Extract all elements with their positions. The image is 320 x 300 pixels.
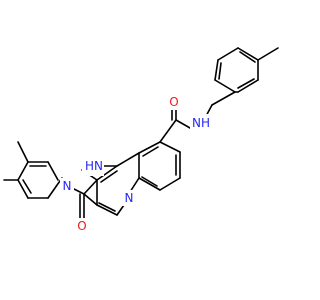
bond bbox=[237, 47, 259, 61]
pyrazole-n-label: N bbox=[63, 179, 72, 193]
molecule-structure: NH O HN N O N bbox=[3, 47, 279, 234]
bond bbox=[98, 202, 116, 212]
bond bbox=[214, 79, 236, 93]
bond bbox=[214, 59, 219, 81]
bond bbox=[116, 204, 125, 216]
label-bg bbox=[82, 160, 104, 176]
ketone-o-label: O bbox=[77, 219, 86, 233]
methyl-bond bbox=[257, 47, 279, 61]
bond bbox=[237, 78, 255, 89]
quinoline-benzene-ring bbox=[138, 141, 181, 191]
bond bbox=[159, 177, 181, 191]
amide-cn-bond bbox=[175, 119, 191, 129]
benzyl-ch2-bond bbox=[211, 91, 236, 106]
amide-ring-bond bbox=[159, 119, 177, 143]
quinoline-n-label: N bbox=[125, 191, 134, 205]
bond bbox=[138, 177, 161, 191]
bond bbox=[129, 177, 140, 193]
bond bbox=[96, 204, 118, 216]
methylbenzyl-ring bbox=[214, 47, 279, 93]
methyl-bond bbox=[17, 141, 29, 163]
bond bbox=[47, 177, 63, 199]
bond bbox=[218, 62, 222, 80]
label-bg bbox=[60, 178, 74, 194]
bond bbox=[17, 161, 29, 181]
bond bbox=[47, 161, 59, 181]
amide-o-label: O bbox=[169, 95, 178, 109]
bond bbox=[17, 179, 29, 199]
bond bbox=[83, 179, 98, 195]
bond bbox=[22, 179, 32, 194]
pyrazole-nh-label: HN bbox=[85, 159, 103, 173]
bond bbox=[142, 146, 159, 157]
label-bg bbox=[168, 94, 180, 110]
bond bbox=[217, 47, 239, 61]
amide-nh-label: NH bbox=[192, 116, 210, 130]
bond bbox=[96, 165, 118, 181]
bond bbox=[239, 51, 256, 63]
bond bbox=[141, 176, 158, 187]
bond bbox=[116, 152, 140, 167]
label-bg bbox=[122, 190, 136, 206]
bond bbox=[138, 141, 161, 154]
bond bbox=[100, 170, 118, 183]
bond bbox=[237, 79, 259, 93]
label-bg bbox=[76, 218, 88, 234]
bond bbox=[159, 141, 181, 153]
label-bg bbox=[190, 114, 212, 130]
quinoline-pyridine-ring bbox=[96, 152, 140, 216]
dimethylphenyl-ring bbox=[3, 141, 63, 199]
bond bbox=[83, 193, 98, 206]
